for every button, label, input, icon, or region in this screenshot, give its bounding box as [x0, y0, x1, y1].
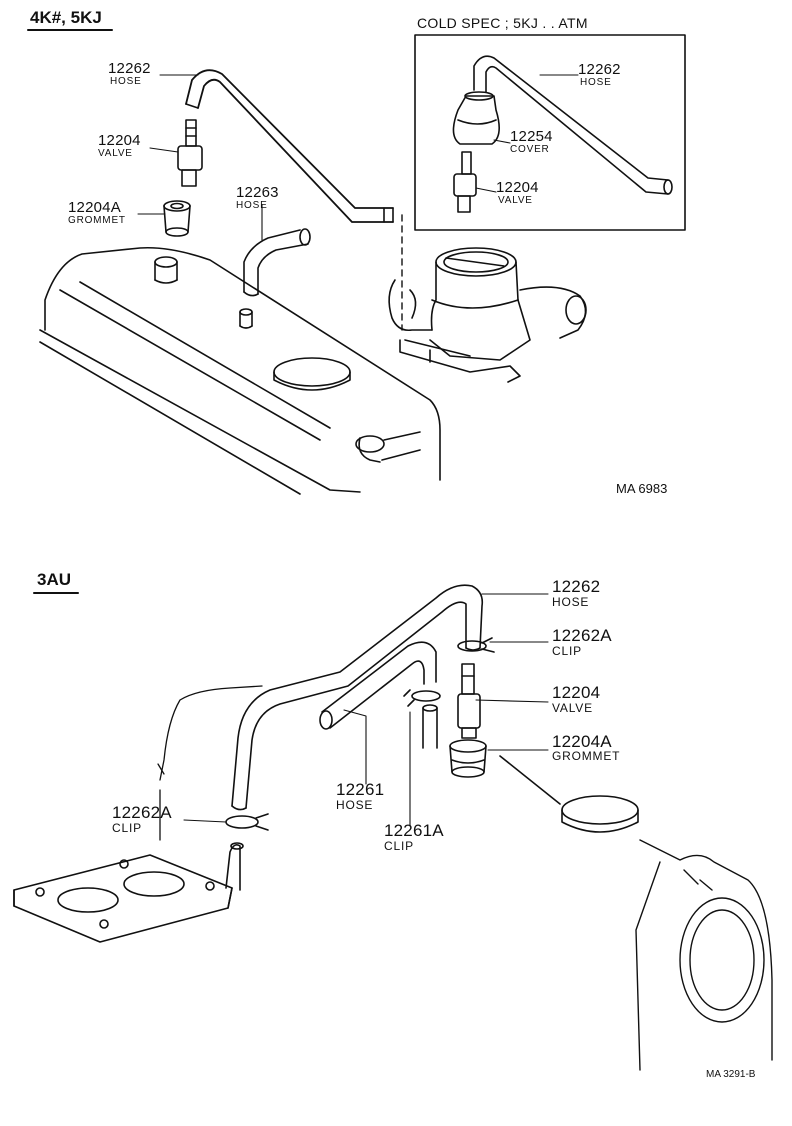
callout-name: HOSE	[552, 595, 590, 609]
callout-name: GROMMET	[68, 215, 126, 226]
top-drawing-code: MA 6983	[616, 481, 668, 496]
bottom-flange-pipe	[225, 842, 244, 891]
bottom-engine-front	[635, 839, 773, 1071]
callout-name: CLIP	[552, 644, 582, 658]
cylinder-head-cover	[39, 246, 441, 495]
top-valve-12204	[177, 119, 203, 187]
callout-num: 12204A	[68, 199, 121, 216]
bottom-oil-cap	[499, 755, 639, 833]
callout-name: HOSE	[236, 200, 268, 211]
callout-num: 12204	[98, 132, 141, 149]
callout-name: GROMMET	[552, 749, 621, 763]
callout-num: 12262A	[552, 626, 612, 645]
callout-name: HOSE	[580, 77, 612, 88]
carburetor	[388, 247, 587, 383]
bottom-grommet-12204a	[449, 739, 487, 778]
top-hose-12262	[185, 69, 394, 223]
callout-num: 12262	[578, 61, 621, 78]
inset-frame	[414, 34, 686, 231]
top-heading: 4K#, 5KJ	[30, 8, 102, 27]
inset-hose-12262	[473, 55, 673, 195]
bottom-clip-12261a	[403, 689, 441, 707]
callout-name: VALVE	[498, 195, 533, 206]
bottom-valve-12204	[457, 663, 481, 739]
callout-num: 12204	[552, 683, 601, 702]
callout-name: COVER	[510, 144, 550, 155]
bottom-carb-flange	[13, 854, 233, 943]
top-hose-12263	[243, 228, 311, 297]
bottom-drawing-code: MA 3291-B	[706, 1069, 756, 1080]
bottom-leader-lines	[183, 593, 549, 827]
callout-name: CLIP	[384, 839, 414, 853]
callout-num: 12262	[108, 60, 151, 77]
top-grommet-12204a	[163, 200, 191, 237]
callout-num: 12254	[510, 128, 553, 145]
callout-name: HOSE	[110, 76, 142, 87]
callout-name: VALVE	[98, 148, 133, 159]
bottom-clip-12262a-right	[457, 637, 495, 653]
callout-name: VALVE	[552, 701, 593, 715]
callout-num: 12204	[496, 179, 539, 196]
bottom-hose-12262	[231, 584, 484, 811]
inset-title: COLD SPEC ; 5KJ . . ATM	[417, 15, 588, 31]
callout-name: CLIP	[112, 821, 142, 835]
inset-valve-12204	[453, 151, 477, 213]
top-leader-lines	[137, 74, 579, 241]
engine-outline	[157, 685, 263, 841]
bottom-heading: 3AU	[37, 570, 72, 589]
callout-num: 12263	[236, 184, 279, 201]
callout-num: 12262	[552, 577, 601, 596]
callout-num: 12261	[336, 780, 385, 799]
callout-name: HOSE	[336, 798, 374, 812]
callout-num: 12262A	[112, 803, 172, 822]
callout-num: 12204A	[552, 732, 612, 751]
callout-num: 12261A	[384, 821, 444, 840]
bottom-engine-pipe	[422, 704, 438, 749]
bottom-hose-12261	[319, 641, 437, 730]
inset-cover-12254	[452, 91, 500, 145]
bottom-clip-12262a-left	[225, 813, 269, 831]
